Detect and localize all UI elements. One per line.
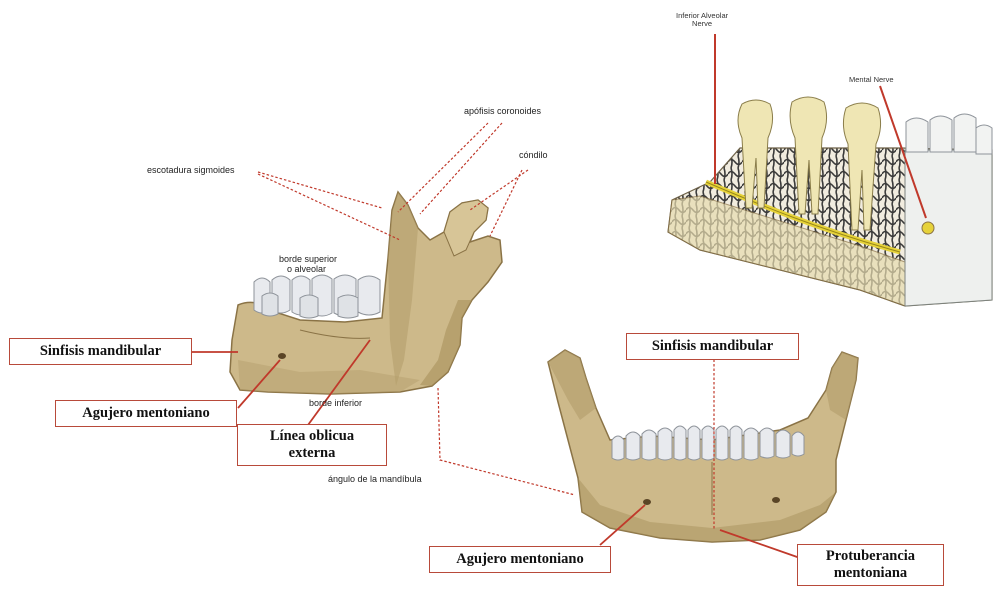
- label-condilo: cóndilo: [519, 150, 548, 160]
- lateral-mandible: [230, 192, 502, 394]
- label-text-line-1: Línea oblicua: [242, 428, 382, 445]
- label-linea-oblicua: Línea oblicua externa: [237, 424, 387, 466]
- label-text: Agujero mentoniano: [456, 551, 583, 567]
- label-text: Agujero mentoniano: [82, 405, 209, 421]
- label-angulo-mandibula: ángulo de la mandíbula: [328, 474, 422, 484]
- label-escotadura-sigmoides: escotadura sigmoides: [147, 165, 235, 175]
- label-inferior-alveolar-nerve: Inferior Alveolar Nerve: [676, 12, 728, 28]
- label-mental-nerve: Mental Nerve: [849, 76, 894, 84]
- label-line-2: o alveolar: [279, 264, 337, 274]
- label-protuberancia: Protuberancia mentoniana: [797, 544, 944, 586]
- frontal-mandible: [548, 350, 858, 542]
- label-sinfisis-right: Sinfisis mandibular: [626, 333, 799, 360]
- label-line-1: borde superior: [279, 254, 337, 264]
- label-text: Sinfisis mandibular: [652, 338, 773, 354]
- label-text-line-1: Protuberancia: [802, 548, 939, 565]
- label-borde-inferior: borde inferior: [309, 398, 362, 408]
- label-line-2: Nerve: [676, 20, 728, 28]
- label-agujero-right: Agujero mentoniano: [429, 546, 611, 573]
- label-apofisis-coronoides: apófisis coronoides: [464, 106, 541, 116]
- label-borde-superior: borde superior o alveolar: [279, 254, 337, 274]
- label-text: Sinfisis mandibular: [40, 343, 161, 359]
- label-text-line-2: mentoniana: [802, 565, 939, 582]
- label-text-line-2: externa: [242, 445, 382, 462]
- nerve-cross-section: [668, 97, 992, 306]
- label-agujero-left: Agujero mentoniano: [55, 400, 237, 427]
- label-sinfisis-left: Sinfisis mandibular: [9, 338, 192, 365]
